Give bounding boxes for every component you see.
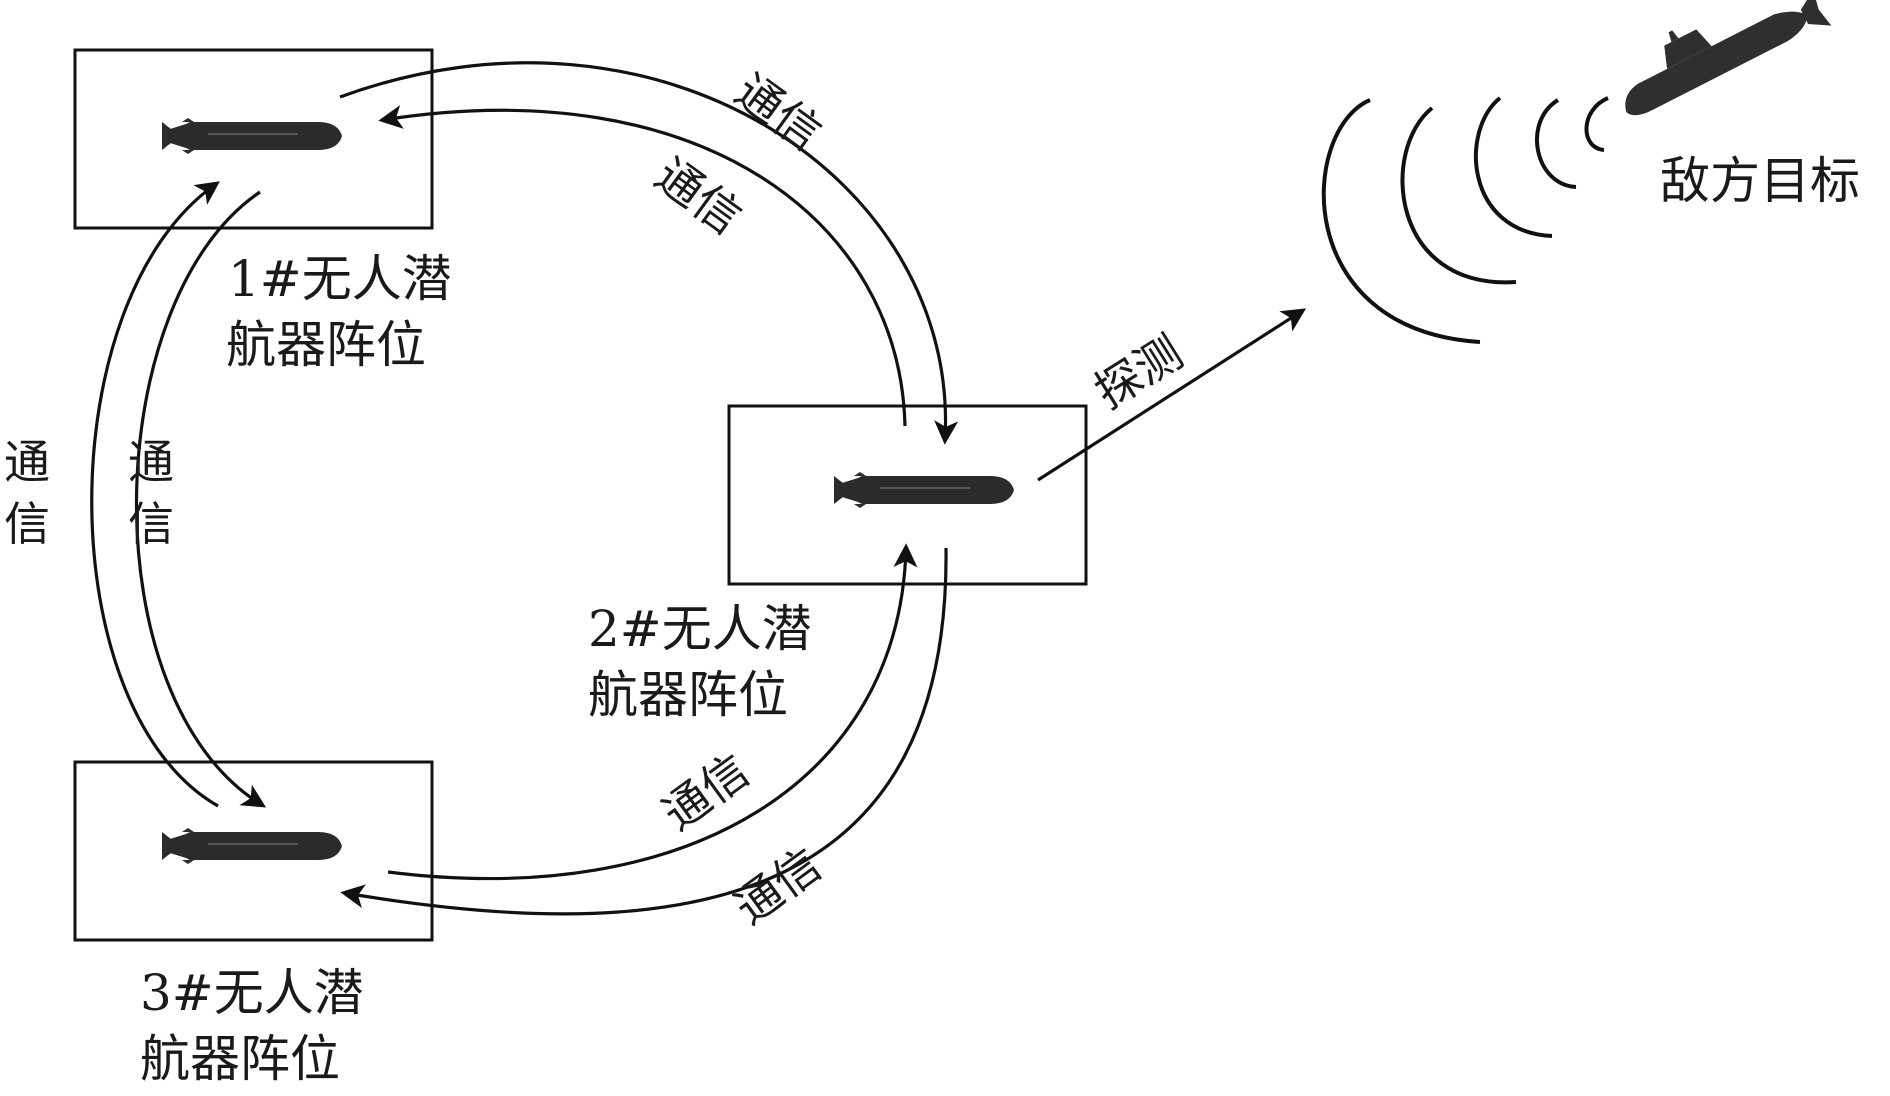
comm-arrow-1-to-2-outer [339, 61, 959, 445]
sonar-wave-icon [1321, 96, 1609, 344]
svg-text:通: 通 [128, 435, 174, 489]
target-label: 敌方目标 [1660, 152, 1860, 210]
svg-text:信: 信 [128, 497, 174, 551]
comm-arrow-2-to-3-outer [340, 547, 948, 916]
detect-label: 探测 [1085, 325, 1192, 420]
comm-label-vertical-outer: 通 信 [4, 435, 50, 551]
comm-label: 通信 [725, 837, 831, 935]
enemy-submarine-icon [1625, 0, 1832, 116]
position-2-label-line2: 航器阵位 [588, 666, 788, 724]
position-box-3 [73, 760, 434, 942]
comm-label: 通信 [653, 743, 759, 841]
underwater-vehicle-icon [162, 828, 342, 864]
comm-label-vertical-inner: 通 信 [128, 435, 174, 551]
svg-text:通: 通 [4, 435, 50, 489]
position-1-label-line2: 航器阵位 [226, 316, 426, 374]
underwater-vehicle-icon [162, 118, 342, 154]
position-box-2 [727, 404, 1088, 586]
position-3-label-line2: 航器阵位 [140, 1030, 340, 1088]
position-1-label-line1: 1#无人潜 [228, 250, 452, 308]
position-3-label-line1: 3#无人潜 [140, 964, 364, 1022]
underwater-vehicle-icon [834, 472, 1014, 508]
svg-text:信: 信 [4, 497, 50, 551]
detect-arrow [1037, 308, 1307, 482]
comm-arrow-1-to-3-inner [134, 190, 267, 808]
position-box-1 [73, 48, 434, 230]
position-2-label-line1: 2#无人潜 [588, 600, 812, 658]
comm-arrow-3-to-2-inner [387, 543, 918, 881]
comm-arrow-3-to-1-outer [90, 181, 220, 808]
comm-arrow-2-to-1-inner [378, 105, 907, 427]
comm-label: 通信 [726, 63, 832, 161]
